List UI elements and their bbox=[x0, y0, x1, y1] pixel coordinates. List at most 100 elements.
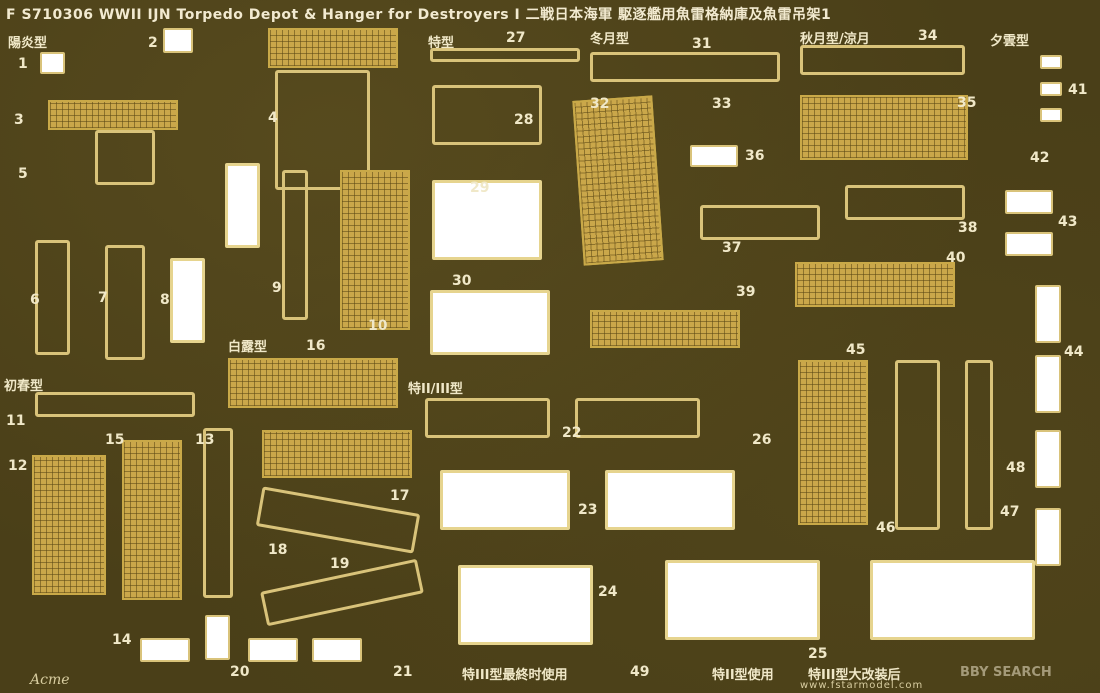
part-number: 6 bbox=[30, 292, 40, 308]
part-22 bbox=[575, 398, 700, 438]
part-43-b bbox=[1005, 232, 1053, 256]
part-number: 28 bbox=[514, 112, 534, 128]
part-number: 40 bbox=[946, 250, 966, 266]
part-number: 48 bbox=[1006, 460, 1026, 476]
part-36 bbox=[690, 145, 738, 167]
part-40 bbox=[795, 262, 955, 307]
part-35 bbox=[800, 95, 968, 160]
part-number: 3 bbox=[14, 112, 24, 128]
part-46 bbox=[895, 360, 940, 530]
part-30 bbox=[430, 290, 550, 355]
watermark: BBY SEARCH bbox=[960, 665, 1052, 680]
part-number: 8 bbox=[160, 292, 170, 308]
part-11 bbox=[35, 392, 195, 417]
part-number: 12 bbox=[8, 458, 28, 474]
part-number: 32 bbox=[590, 96, 610, 112]
part-41-c bbox=[1040, 108, 1062, 122]
part-8 bbox=[170, 258, 205, 343]
part-number: 29 bbox=[470, 180, 490, 196]
part-1 bbox=[40, 52, 65, 74]
part-number: 43 bbox=[1058, 214, 1078, 230]
part-20-b bbox=[205, 615, 230, 660]
part-number: 41 bbox=[1068, 82, 1088, 98]
part-47 bbox=[965, 360, 993, 530]
part-6 bbox=[35, 240, 70, 355]
part-number: 33 bbox=[712, 96, 732, 112]
part-number: 19 bbox=[330, 556, 350, 572]
part-32 bbox=[572, 95, 664, 266]
part-number: 20 bbox=[230, 664, 250, 680]
part-number: 21 bbox=[393, 664, 413, 680]
part-number: 38 bbox=[958, 220, 978, 236]
part-25-right bbox=[870, 560, 1035, 640]
part-number: 14 bbox=[112, 632, 132, 648]
part-number: 30 bbox=[452, 273, 472, 289]
part-17 bbox=[262, 430, 412, 478]
part-3 bbox=[48, 100, 178, 130]
part-7 bbox=[105, 245, 145, 360]
part-number: 37 bbox=[722, 240, 742, 256]
note-special3-final: 特III型最終时使用 bbox=[462, 668, 568, 683]
part-2 bbox=[163, 28, 193, 53]
part-37 bbox=[700, 205, 820, 240]
part-20-c bbox=[248, 638, 298, 662]
part-number: 18 bbox=[268, 542, 288, 558]
part-28 bbox=[432, 85, 542, 145]
part-12 bbox=[32, 455, 106, 595]
part-4 bbox=[268, 28, 398, 68]
note-special3-refit: 特III型大改装后 bbox=[808, 668, 901, 683]
class-label-akizuki: 秋月型/涼月 bbox=[800, 32, 870, 47]
part-44-b bbox=[1035, 355, 1061, 413]
class-label-shiratsuyu: 白露型 bbox=[228, 340, 268, 355]
part-number: 46 bbox=[876, 520, 896, 536]
part-number: 27 bbox=[506, 30, 526, 46]
class-label-fuyuzuki: 冬月型 bbox=[590, 32, 630, 47]
part-4-frame bbox=[275, 70, 370, 190]
class-label-hatsuharu: 初春型 bbox=[4, 379, 44, 394]
part-23 bbox=[605, 470, 735, 530]
part-number: 25 bbox=[808, 646, 828, 662]
part-9 bbox=[282, 170, 308, 320]
part-31 bbox=[590, 52, 780, 82]
part-13 bbox=[203, 428, 233, 598]
part-number: 35 bbox=[957, 95, 977, 111]
part-number: 9 bbox=[272, 280, 282, 296]
part-15 bbox=[122, 440, 182, 600]
part-34 bbox=[800, 45, 965, 75]
part-number: 49 bbox=[630, 664, 650, 680]
note-special2: 特II型使用 bbox=[712, 668, 774, 683]
part-number: 4 bbox=[268, 110, 278, 126]
part-39 bbox=[590, 310, 740, 348]
part-44-c bbox=[1035, 430, 1061, 488]
part-16 bbox=[228, 358, 398, 408]
part-20-a bbox=[140, 638, 190, 662]
class-label-special: 特型 bbox=[428, 36, 455, 51]
part-number: 7 bbox=[98, 290, 108, 306]
part-number: 2 bbox=[148, 35, 158, 51]
part-number: 15 bbox=[105, 432, 125, 448]
part-number: 26 bbox=[752, 432, 772, 448]
part-22-left bbox=[425, 398, 550, 438]
part-number: 31 bbox=[692, 36, 712, 52]
part-number: 10 bbox=[368, 318, 388, 334]
class-label-yugumo: 夕雲型 bbox=[990, 34, 1030, 49]
part-number: 16 bbox=[306, 338, 326, 354]
part-24 bbox=[458, 565, 593, 645]
part-number: 45 bbox=[846, 342, 866, 358]
part-29 bbox=[432, 180, 542, 260]
part-number: 42 bbox=[1030, 150, 1050, 166]
part-41-b bbox=[1040, 82, 1062, 96]
part-number: 1 bbox=[18, 56, 28, 72]
part-44-a bbox=[1035, 285, 1061, 343]
part-27 bbox=[430, 48, 580, 62]
part-number: 17 bbox=[390, 488, 410, 504]
part-23-left bbox=[440, 470, 570, 530]
part-38 bbox=[845, 185, 965, 220]
part-7-upright bbox=[225, 163, 260, 248]
part-43-a bbox=[1005, 190, 1053, 214]
part-41-a bbox=[1040, 55, 1062, 69]
part-number: 34 bbox=[918, 28, 938, 44]
part-number: 24 bbox=[598, 584, 618, 600]
part-number: 22 bbox=[562, 425, 582, 441]
